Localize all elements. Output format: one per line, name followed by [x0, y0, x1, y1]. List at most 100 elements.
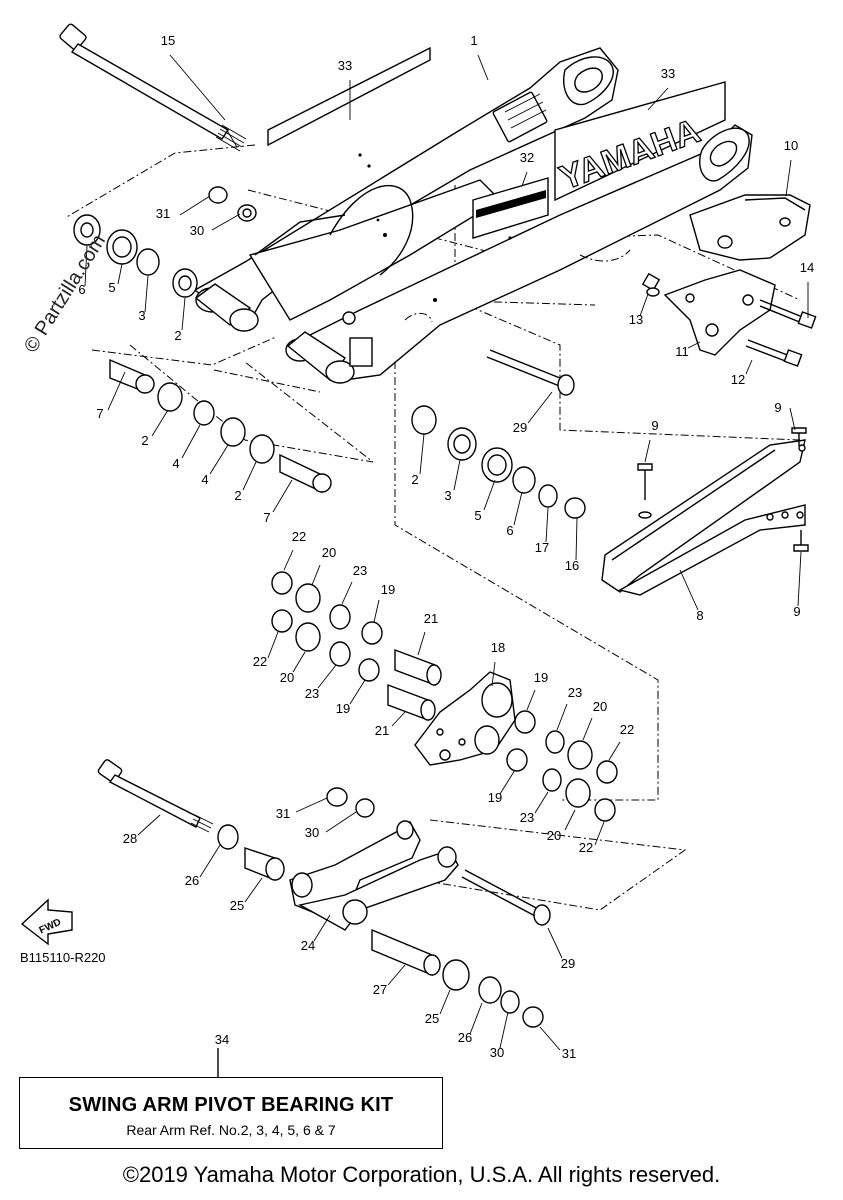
collar-part[interactable] — [641, 272, 661, 297]
callout-number[interactable]: 21 — [375, 723, 389, 738]
connecting-rod-part[interactable] — [289, 820, 459, 931]
callout-number[interactable]: 26 — [458, 1030, 472, 1045]
callout-number[interactable]: 3 — [138, 308, 145, 323]
callout-number[interactable]: 11 — [675, 344, 689, 359]
callout-number[interactable]: 12 — [731, 372, 745, 387]
callout-number[interactable]: 16 — [565, 558, 579, 573]
leader-line — [499, 769, 516, 795]
leader-line — [545, 507, 549, 543]
leader-line — [797, 551, 802, 607]
decal-left-part[interactable] — [267, 46, 431, 147]
callout-number[interactable]: 13 — [629, 312, 643, 327]
chain-guide-part[interactable] — [689, 194, 811, 261]
leader-line — [84, 245, 88, 287]
callout-number[interactable]: 33 — [661, 66, 675, 81]
kit-ref-number[interactable]: 34 — [215, 1032, 229, 1047]
callout-number[interactable]: 22 — [292, 529, 306, 544]
callout-number[interactable]: 20 — [280, 670, 294, 685]
chain-guide-bracket-part[interactable] — [663, 269, 776, 356]
leader-line — [439, 989, 451, 1015]
callout-number[interactable]: 21 — [424, 611, 438, 626]
callout-number[interactable]: 23 — [353, 563, 367, 578]
callout-number[interactable]: 24 — [301, 938, 315, 953]
leader-line — [539, 1026, 561, 1051]
callout-number[interactable]: 33 — [338, 58, 352, 73]
callout-number[interactable]: 25 — [230, 898, 244, 913]
callout-number[interactable]: 5 — [108, 280, 115, 295]
callout-number[interactable]: 6 — [506, 523, 513, 538]
pivot-shaft-part[interactable] — [59, 23, 247, 152]
callout-number[interactable]: 4 — [172, 456, 179, 471]
callout-number[interactable]: 26 — [185, 873, 199, 888]
callout-number[interactable]: 9 — [793, 604, 800, 619]
callout-number[interactable]: 15 — [161, 33, 175, 48]
callout-number[interactable]: 14 — [800, 260, 814, 275]
relay-bearings-right[interactable] — [506, 710, 618, 822]
callout-number[interactable]: 19 — [534, 670, 548, 685]
callout-number[interactable]: 29 — [561, 956, 575, 971]
callout-number[interactable]: 28 — [123, 831, 137, 846]
callout-number[interactable]: 19 — [488, 790, 502, 805]
callout-number[interactable]: 19 — [381, 582, 395, 597]
bearing-kit-box[interactable]: SWING ARM PIVOT BEARING KIT Rear Arm Ref… — [19, 1077, 443, 1149]
screw-9-part[interactable] — [637, 427, 809, 552]
callout-number[interactable]: 32 — [520, 150, 534, 165]
right-pivot-stack[interactable] — [411, 405, 586, 519]
bolt-28-part[interactable] — [97, 759, 214, 833]
callout-number[interactable]: 2 — [141, 433, 148, 448]
callout-number[interactable]: 10 — [784, 138, 798, 153]
callout-number[interactable]: 22 — [620, 722, 634, 737]
callout-number[interactable]: 2 — [234, 488, 241, 503]
callout-number[interactable]: 27 — [373, 982, 387, 997]
callout-number[interactable]: 7 — [263, 510, 270, 525]
leader-line — [564, 809, 576, 831]
bolt-29-upper-part[interactable] — [486, 349, 575, 396]
callout-number[interactable]: 20 — [547, 828, 561, 843]
callout-number[interactable]: 19 — [336, 701, 350, 716]
callout-number[interactable]: 30 — [305, 825, 319, 840]
callout-number[interactable]: 9 — [651, 418, 658, 433]
leader-line — [679, 569, 699, 611]
callout-number[interactable]: 3 — [444, 488, 451, 503]
leader-line — [469, 1002, 483, 1035]
callout-number[interactable]: 5 — [474, 508, 481, 523]
callout-number[interactable]: 6 — [78, 282, 85, 297]
callout-number[interactable]: 17 — [535, 540, 549, 555]
callout-number[interactable]: 23 — [568, 685, 582, 700]
callout-number[interactable]: 25 — [425, 1011, 439, 1026]
callout-number[interactable]: 2 — [411, 472, 418, 487]
callout-number[interactable]: 22 — [253, 654, 267, 669]
leader-line — [785, 159, 792, 197]
callout-number[interactable]: 31 — [562, 1046, 576, 1061]
callout-number[interactable]: 8 — [696, 608, 703, 623]
leader-line — [317, 664, 337, 689]
callout-number[interactable]: 30 — [490, 1045, 504, 1060]
chain-slider-part[interactable] — [601, 439, 806, 596]
callout-number[interactable]: 30 — [190, 223, 204, 238]
fwd-arrow-icon: FWD — [20, 898, 73, 946]
left-pivot-stack[interactable] — [73, 186, 332, 494]
callout-number[interactable]: 18 — [491, 640, 505, 655]
callout-number[interactable]: 7 — [96, 406, 103, 421]
bolt-14-part[interactable] — [759, 299, 817, 329]
callout-number[interactable]: 9 — [774, 400, 781, 415]
callout-number[interactable]: 31 — [156, 206, 170, 221]
lower-link-stack[interactable] — [217, 787, 544, 1028]
callout-number[interactable]: 31 — [276, 806, 290, 821]
warning-label-part[interactable] — [472, 177, 549, 239]
bolt-12-part[interactable] — [745, 339, 803, 367]
callout-number[interactable]: 1 — [470, 33, 477, 48]
callout-number[interactable]: 4 — [201, 472, 208, 487]
callout-number[interactable]: 23 — [305, 686, 319, 701]
relay-bearings-left[interactable] — [271, 571, 442, 722]
relay-arm-part[interactable] — [414, 671, 516, 766]
callout-number[interactable]: 20 — [593, 699, 607, 714]
callout-number[interactable]: 20 — [322, 545, 336, 560]
callout-number[interactable]: 23 — [520, 810, 534, 825]
swing-arm-part[interactable] — [193, 47, 753, 384]
leader-line — [527, 391, 553, 424]
callout-number[interactable]: 29 — [513, 420, 527, 435]
callout-number[interactable]: 22 — [579, 840, 593, 855]
bolt-29-lower-part[interactable] — [461, 869, 551, 926]
callout-number[interactable]: 2 — [174, 328, 181, 343]
